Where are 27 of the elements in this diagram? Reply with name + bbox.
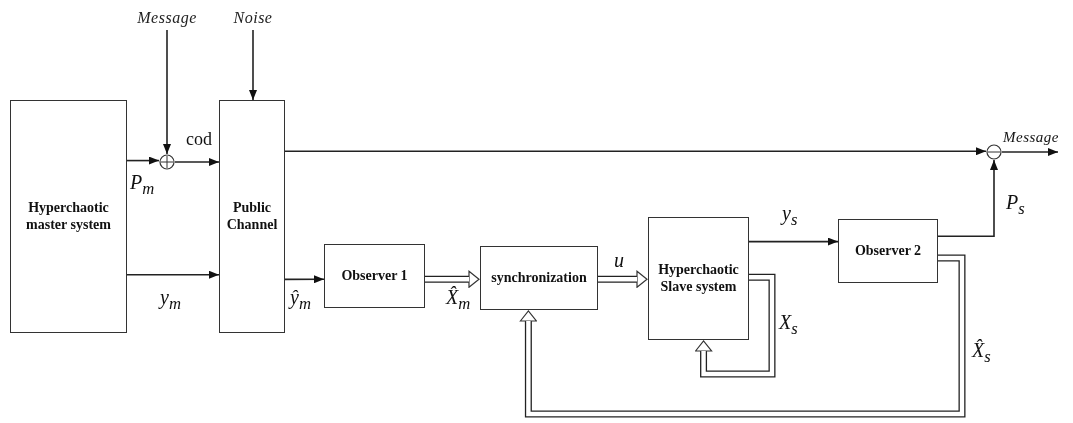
block-label: synchronization bbox=[491, 269, 587, 287]
edge-label: X̂$_{s}$ bbox=[972, 340, 991, 366]
summing-junction bbox=[159, 154, 175, 170]
block-box bbox=[10, 100, 127, 333]
block-box bbox=[324, 244, 425, 308]
signal-text: Noise bbox=[233, 9, 273, 27]
edge-label: y$_{s}$ bbox=[782, 203, 798, 229]
block-box bbox=[648, 217, 749, 340]
edge-label: cod bbox=[186, 130, 212, 148]
block-box bbox=[219, 100, 285, 333]
edge-label: u bbox=[614, 250, 624, 270]
block-box bbox=[838, 219, 938, 283]
edge-label: Message bbox=[1003, 130, 1059, 145]
subtracting-junction bbox=[986, 144, 1002, 160]
edge-label: y$_{m}$ bbox=[160, 287, 181, 313]
block-label: Hyperchaotic master system bbox=[25, 200, 112, 233]
block-label: Observer 2 bbox=[854, 242, 922, 260]
edge-label: P$_{m}$ bbox=[130, 172, 155, 198]
edge-label: P$_{s}$ bbox=[1006, 192, 1025, 218]
edge-label: X$_{s}$ bbox=[779, 312, 798, 338]
block-label: Public Channel bbox=[225, 200, 279, 233]
block-label: Observer 1 bbox=[341, 267, 408, 285]
block-label: Hyperchaotic Slave system bbox=[657, 262, 740, 295]
edge-label: ŷ$_{m}$ bbox=[290, 287, 311, 313]
edge-label: X̂$_{m}$ bbox=[446, 287, 471, 313]
block-box bbox=[480, 246, 598, 310]
signal-text: Message bbox=[137, 9, 197, 27]
